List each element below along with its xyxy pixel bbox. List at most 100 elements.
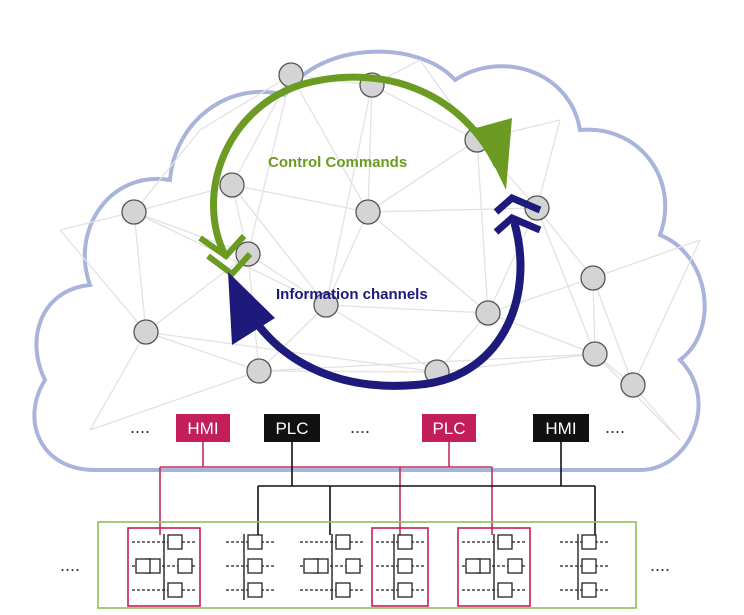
field-io-box [397,558,413,574]
device-hmi-2: HMI [533,414,589,442]
ellipsis-left: .... [130,417,150,437]
ellipsis-field-left: .... [60,555,80,575]
mesh-link [247,253,327,306]
mesh-link [59,229,147,333]
mesh-link [371,84,478,141]
device-plc-2: PLC [422,414,476,442]
mesh-link [367,84,373,213]
mesh-link [536,207,594,279]
information-channels-arrow [228,193,542,390]
field-io-box [335,534,351,550]
mesh-link [133,211,249,255]
bus-red [159,442,493,535]
field-group-frame [127,527,201,607]
field-io-box [465,558,481,574]
network-node [475,300,501,326]
mesh-link [325,211,369,306]
field-io-box [247,558,263,574]
field-io-box [135,558,151,574]
mesh-link [59,211,135,231]
ellipsis-field-right: .... [650,555,670,575]
mesh-link [487,277,594,314]
field-device-group [457,527,531,607]
network-node [355,199,381,225]
mesh-link [325,84,373,306]
field-group-frame [371,527,429,607]
cloud-outline [32,49,707,472]
control-commands-arrow [198,73,512,279]
device-hmi-1-label: HMI [187,419,218,438]
field-device-group [300,534,364,600]
mesh-link [325,304,489,314]
device-hmi-1: HMI [176,414,230,442]
mesh-link [89,331,147,431]
mesh-link [367,139,478,213]
field-device-groups [127,527,608,607]
mesh-link [592,277,634,386]
network-node [219,172,245,198]
mesh-link [89,370,260,431]
device-plc-1-label: PLC [275,419,308,438]
mesh-link [536,119,561,209]
network-node [313,292,339,318]
mesh-link [247,74,292,255]
field-io-box [397,534,413,550]
mesh-link [536,207,596,355]
field-device-group [226,534,274,600]
mesh-link [133,129,201,213]
field-device-group [127,527,201,607]
mesh-link [133,211,327,306]
field-io-box [177,558,193,574]
device-plc-2-label: PLC [432,419,465,438]
mesh-link [199,74,292,131]
field-io-box [507,558,523,574]
bus-black [257,442,596,535]
ellipsis-right: .... [605,417,625,437]
information-channels-label: Information channels [276,286,428,303]
mesh-link [258,370,438,373]
field-io-box [335,582,351,598]
field-io-box [581,582,597,598]
field-io-box [247,534,263,550]
field-io-box [345,558,361,574]
field-io-box [497,582,513,598]
field-io-box [397,582,413,598]
network-node [582,341,608,367]
mesh-link [325,304,438,373]
mesh-link [231,184,369,213]
network-node [246,358,272,384]
network-node [580,265,606,291]
mesh-link [133,211,147,333]
device-plc-1: PLC [264,414,320,442]
mesh-link [367,211,489,314]
network-nodes [121,62,646,398]
field-device-group [560,534,608,600]
field-io-box [581,558,597,574]
device-hmi-2-label: HMI [545,419,576,438]
field-io-box [581,534,597,550]
field-devices-area [97,521,637,609]
control-commands-label: Control Commands [268,154,407,171]
field-group-frame [457,527,531,607]
ellipsis-middle: .... [350,417,370,437]
mesh-link [367,207,538,213]
mesh-link [258,304,327,372]
network-node [121,199,147,225]
mesh-link [145,331,260,372]
mesh-link [290,74,369,213]
field-io-box [497,534,513,550]
mesh-link [632,239,701,386]
mesh-link [592,277,596,355]
mesh-link [476,139,489,314]
field-device-group [371,527,429,607]
mesh-link [592,239,701,279]
mesh-link [231,184,327,306]
field-io-box [247,582,263,598]
network-node [133,319,159,345]
mesh-link [145,253,249,333]
field-io-box [303,558,319,574]
network-node [620,372,646,398]
mesh-link [594,353,681,441]
